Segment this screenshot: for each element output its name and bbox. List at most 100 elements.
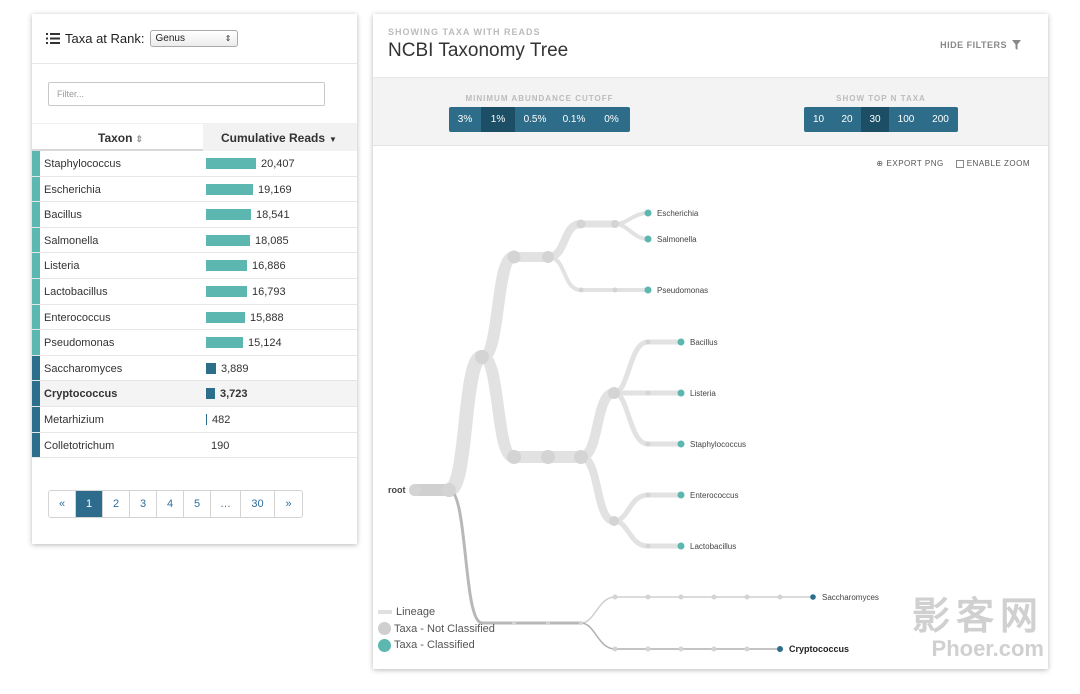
filter-option-button[interactable]: 30	[861, 107, 889, 132]
cutoff-filter: MINIMUM ABUNDANCE CUTOFF 3% 1% 0.5% 0.1% 0%	[449, 94, 630, 132]
reads-bar	[206, 285, 247, 297]
leaf-node[interactable]	[644, 286, 652, 294]
leaf-node[interactable]	[644, 235, 652, 243]
tree-node[interactable]	[744, 646, 750, 652]
topn-label: SHOW TOP N TAXA	[836, 94, 926, 103]
leaf-node[interactable]	[644, 209, 652, 217]
page-button[interactable]: 5	[184, 491, 211, 517]
filter-option-button[interactable]: 0.5%	[523, 114, 547, 125]
filter-option-button[interactable]: 0%	[604, 114, 619, 125]
tree-node[interactable]	[645, 492, 651, 498]
tree-node[interactable]	[711, 594, 717, 600]
tree-node[interactable]	[608, 387, 620, 399]
leaf-node[interactable]	[677, 338, 685, 346]
filter-option-button[interactable]: 200	[932, 114, 949, 125]
tree-node[interactable]	[645, 339, 651, 345]
page-button[interactable]: «	[49, 491, 76, 517]
tree-node[interactable]	[507, 250, 521, 264]
tree-node[interactable]	[579, 621, 583, 625]
reads-bar	[206, 337, 243, 349]
reads-value: 18,085	[255, 234, 289, 247]
tree-node[interactable]	[645, 594, 651, 600]
filter-input[interactable]: Filter...	[48, 81, 325, 106]
tree-node[interactable]	[777, 594, 783, 600]
export-png-button[interactable]: ⊕ EXPORT PNG	[876, 159, 943, 168]
filter-option-button[interactable]: 20	[841, 114, 853, 125]
reads-bar	[206, 234, 250, 246]
tree-node[interactable]	[612, 646, 618, 652]
rank-label: Taxa at Rank:	[65, 31, 145, 46]
page-button[interactable]: 2	[103, 491, 130, 517]
leaf-node[interactable]	[677, 389, 685, 397]
tree-node[interactable]	[409, 484, 421, 496]
filter-option-button[interactable]: 1%	[481, 107, 515, 132]
leaf-node[interactable]	[777, 646, 783, 652]
tree-node[interactable]	[645, 441, 651, 447]
lineage-link	[580, 596, 814, 624]
hide-filters-button[interactable]: HIDE FILTERS	[940, 40, 1021, 50]
tree-node[interactable]	[645, 543, 651, 549]
tree-node[interactable]	[546, 621, 550, 625]
page-button[interactable]: 3	[130, 491, 157, 517]
tree-node[interactable]	[576, 219, 586, 229]
leaf-node[interactable]	[677, 440, 685, 448]
tree-node[interactable]	[609, 516, 619, 526]
tree-node[interactable]	[541, 450, 555, 464]
leaf-node[interactable]	[677, 491, 685, 499]
filter-option-button[interactable]: 0.1%	[562, 114, 586, 125]
topn-filter: SHOW TOP N TAXA 10 20 30 100 200	[804, 94, 958, 132]
tree-node[interactable]	[645, 646, 651, 652]
tree-node[interactable]	[442, 483, 456, 497]
leaf-node[interactable]	[810, 594, 816, 600]
tree-node[interactable]	[678, 646, 684, 652]
tree-node[interactable]	[645, 390, 651, 396]
tree-node[interactable]	[744, 594, 750, 600]
filter-option-button[interactable]: 10	[812, 114, 825, 125]
filter-option-button[interactable]: 3%	[457, 114, 473, 125]
tree-node[interactable]	[612, 594, 618, 600]
page-button[interactable]: …	[211, 491, 241, 517]
column-header-taxon[interactable]: Taxon⇕	[98, 131, 143, 145]
page-button[interactable]: 1	[76, 491, 103, 517]
taxon-name: Saccharomyces	[44, 362, 123, 375]
page-button[interactable]: 30	[241, 491, 275, 517]
export-icon: ⊕	[876, 159, 884, 168]
tree-node[interactable]	[711, 646, 717, 652]
tree-node[interactable]	[578, 287, 584, 293]
enable-zoom-checkbox[interactable]: ENABLE ZOOM	[955, 159, 1030, 168]
tree-node[interactable]	[542, 251, 554, 263]
taxon-name: Cryptococcus	[44, 388, 118, 401]
page-button[interactable]: 4	[157, 491, 184, 517]
cutoff-label: MINIMUM ABUNDANCE CUTOFF	[465, 94, 614, 103]
taxonomy-tree-panel: SHOWING TAXA WITH READS NCBI Taxonomy Tr…	[373, 14, 1048, 669]
lineage-link	[546, 255, 650, 292]
taxonomy-tree: root Escherichia Salmonella Pseudomonas …	[388, 209, 879, 654]
tree-node[interactable]	[678, 594, 684, 600]
filter-option-button[interactable]: 100	[897, 114, 915, 125]
column-header-reads[interactable]: Cumulative Reads▼	[203, 124, 357, 151]
tree-node[interactable]	[574, 450, 588, 464]
not-classified-swatch	[378, 622, 391, 636]
page-button[interactable]: »	[285, 498, 292, 510]
tree-node[interactable]	[475, 350, 489, 364]
tree-label-root: root	[388, 485, 406, 495]
rank-select[interactable]: Genus ⇕	[149, 30, 238, 47]
tree-node[interactable]	[512, 621, 516, 625]
tree-node[interactable]	[612, 287, 618, 293]
tree-node[interactable]	[611, 220, 619, 228]
tree-label: Escherichia	[657, 209, 699, 218]
tree-node[interactable]	[507, 450, 521, 464]
leaf-node[interactable]	[677, 542, 685, 550]
